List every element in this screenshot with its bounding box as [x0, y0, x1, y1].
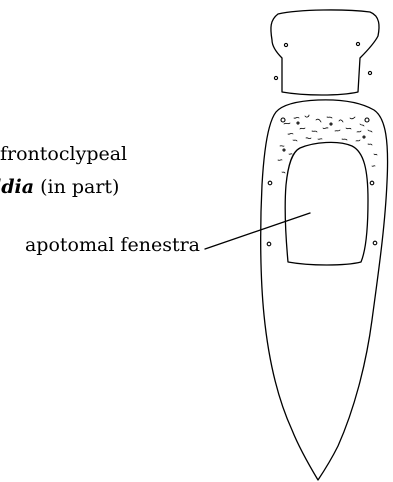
frontoclypeal-plate	[271, 10, 379, 95]
apotomal-fenestra	[285, 142, 368, 265]
seta-side-right-upper	[370, 181, 374, 185]
caption-genus-suffix: (in part)	[34, 176, 119, 198]
seta-upper-right	[356, 42, 359, 45]
apotomal-fenestra-label: apotomal fenestra	[25, 234, 200, 256]
apotomal-fenestra-leader-line	[205, 213, 310, 249]
seta-mid-left	[274, 76, 277, 79]
seta-side-right-lower	[373, 241, 377, 245]
seta-mid-right	[368, 71, 371, 74]
seta-band-right	[365, 118, 369, 122]
seta-side-left-lower	[267, 242, 271, 246]
caption-frontoclypeal: frontoclypeal	[0, 143, 127, 165]
seta-upper-left	[284, 43, 287, 46]
seta-side-left-upper	[268, 181, 272, 185]
apotome-outline	[261, 100, 388, 480]
speckled-band	[278, 115, 377, 173]
seta-band-left	[281, 118, 285, 122]
